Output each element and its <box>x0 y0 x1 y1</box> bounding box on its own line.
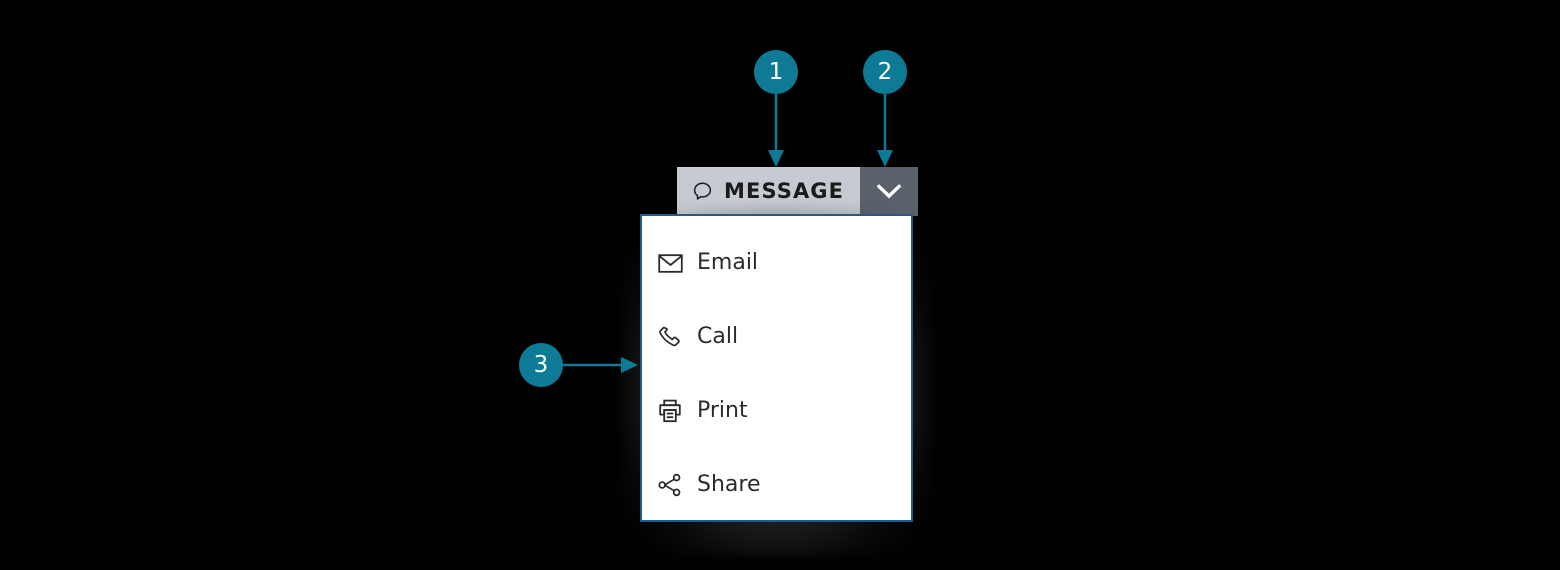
menu-item-share[interactable]: Share <box>642 465 911 505</box>
menu-item-share-label: Share <box>697 472 761 497</box>
message-button-label: MESSAGE <box>724 179 845 203</box>
callout-badge-1-label: 1 <box>768 58 784 85</box>
message-button[interactable]: MESSAGE <box>677 167 861 216</box>
menu-item-email-label: Email <box>697 250 759 275</box>
split-button-toggle[interactable] <box>860 167 919 216</box>
dropdown-menu: Email Call Print <box>640 214 913 522</box>
chevron-down-icon <box>876 183 902 200</box>
phone-icon <box>657 324 683 350</box>
menu-item-email[interactable]: Email <box>642 243 911 283</box>
callout-badge-2-label: 2 <box>877 58 893 85</box>
speech-bubble-icon <box>692 181 713 202</box>
callout-badge-3-label: 3 <box>533 351 549 378</box>
envelope-icon <box>657 250 683 276</box>
callout-badge-1: 1 <box>754 50 798 94</box>
menu-item-call[interactable]: Call <box>642 317 911 357</box>
share-nodes-icon <box>657 472 683 498</box>
menu-item-call-label: Call <box>697 324 739 349</box>
printer-icon <box>657 398 683 424</box>
split-button: MESSAGE <box>677 167 919 216</box>
callout-badge-2: 2 <box>863 50 907 94</box>
menu-item-print-label: Print <box>697 398 748 423</box>
callout-badge-3: 3 <box>519 343 563 387</box>
menu-item-print[interactable]: Print <box>642 391 911 431</box>
